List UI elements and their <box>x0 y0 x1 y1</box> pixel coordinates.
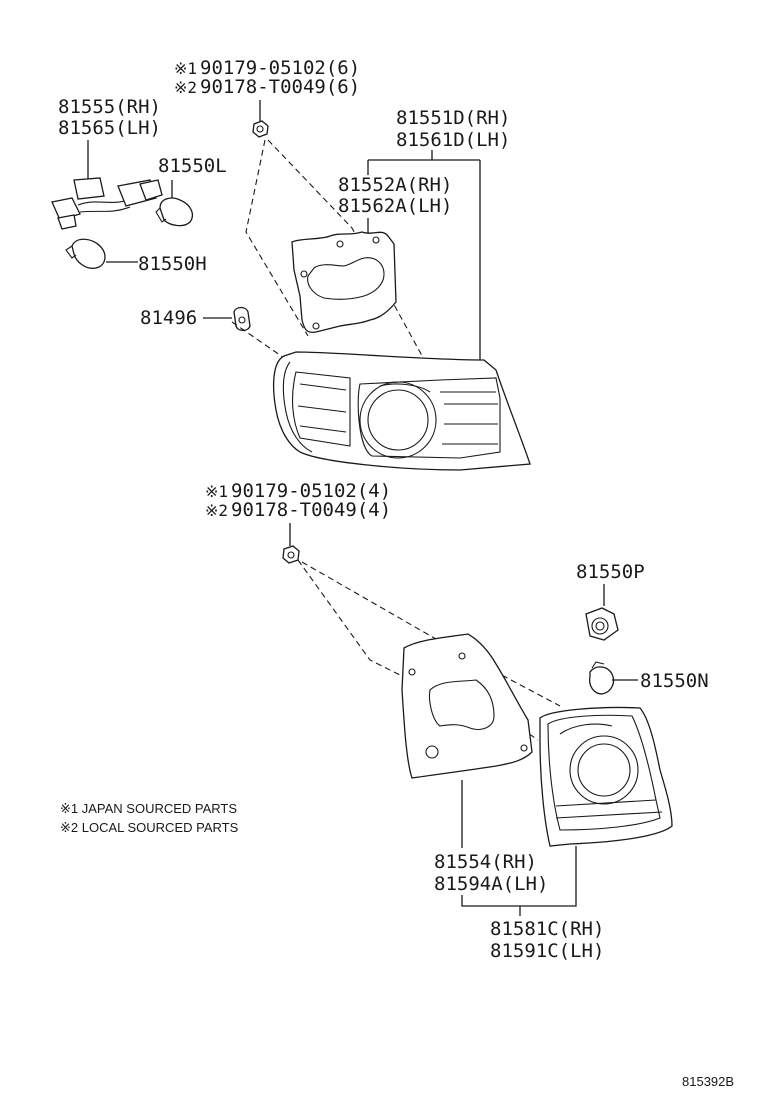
dash-line-clip <box>231 321 291 363</box>
bulb-n-icon <box>588 661 615 695</box>
bulb-h-icon <box>65 238 106 269</box>
label-outer-lamp-rh: 81551D(RH) <box>396 107 510 129</box>
leader-inner-lamp <box>461 846 577 916</box>
outer-tail-lamp-part <box>272 351 531 471</box>
label-bulb-p: 81550P <box>576 561 645 583</box>
label-inner-gasket-rh: 81554(RH) <box>434 851 537 873</box>
label-inner-gasket-lh: 81594A(LH) <box>434 873 548 895</box>
fastener-upper-part-2: 90178-T0049(6) <box>200 76 360 98</box>
nut-icon-lower <box>282 545 300 564</box>
label-outer-lamp-lh: 81561D(LH) <box>396 129 510 151</box>
fastener-upper-mark-2: ※2 <box>174 78 197 97</box>
fastener-label-upper: ※1 90179-05102(6) ※2 90178-T0049(6) <box>174 57 360 98</box>
note-japan-sourced: ※1 JAPAN SOURCED PARTS <box>60 801 237 816</box>
outer-gasket-part <box>291 231 397 334</box>
fastener-lower-mark-1: ※1 <box>205 482 228 501</box>
label-outer-gasket-rh: 81552A(RH) <box>338 174 452 196</box>
bulb-l-icon <box>155 197 194 227</box>
bulb-p-socket-icon <box>585 607 619 641</box>
note-local-sourced: ※2 LOCAL SOURCED PARTS <box>60 820 239 835</box>
label-socket-wire-rh: 81555(RH) <box>58 96 161 118</box>
socket-wire-assembly-icon <box>51 177 163 230</box>
nut-icon-upper <box>252 120 269 138</box>
fastener-upper-part-1: 90179-05102(6) <box>200 57 360 79</box>
fastener-lower-part-2: 90178-T0049(4) <box>231 499 391 521</box>
dash-line-lower-1 <box>297 559 411 681</box>
leader-outer-lamp <box>367 150 481 368</box>
label-bulb-n: 81550N <box>640 670 709 692</box>
fastener-lower-mark-2: ※2 <box>205 501 228 520</box>
figure-reference: 815392B <box>682 1074 734 1089</box>
dash-line-upper-1 <box>245 139 309 337</box>
label-socket-wire-lh: 81565(LH) <box>58 117 161 139</box>
label-inner-lamp-rh: 81581C(RH) <box>490 918 604 940</box>
label-inner-lamp-lh: 81591C(LH) <box>490 940 604 962</box>
label-bulb-l: 81550L <box>158 155 227 177</box>
fastener-lower-part-1: 90179-05102(4) <box>231 480 391 502</box>
label-clip: 81496 <box>140 307 197 329</box>
dash-line-upper-2 <box>267 139 433 375</box>
label-outer-gasket-lh: 81562A(LH) <box>338 195 452 217</box>
inner-gasket-part <box>401 633 533 779</box>
fastener-upper-mark-1: ※1 <box>174 59 197 78</box>
label-bulb-h: 81550H <box>138 253 207 275</box>
clip-icon <box>233 306 251 332</box>
fastener-label-lower: ※1 90179-05102(4) ※2 90178-T0049(4) <box>205 480 391 521</box>
inner-tail-lamp-part <box>539 706 673 847</box>
